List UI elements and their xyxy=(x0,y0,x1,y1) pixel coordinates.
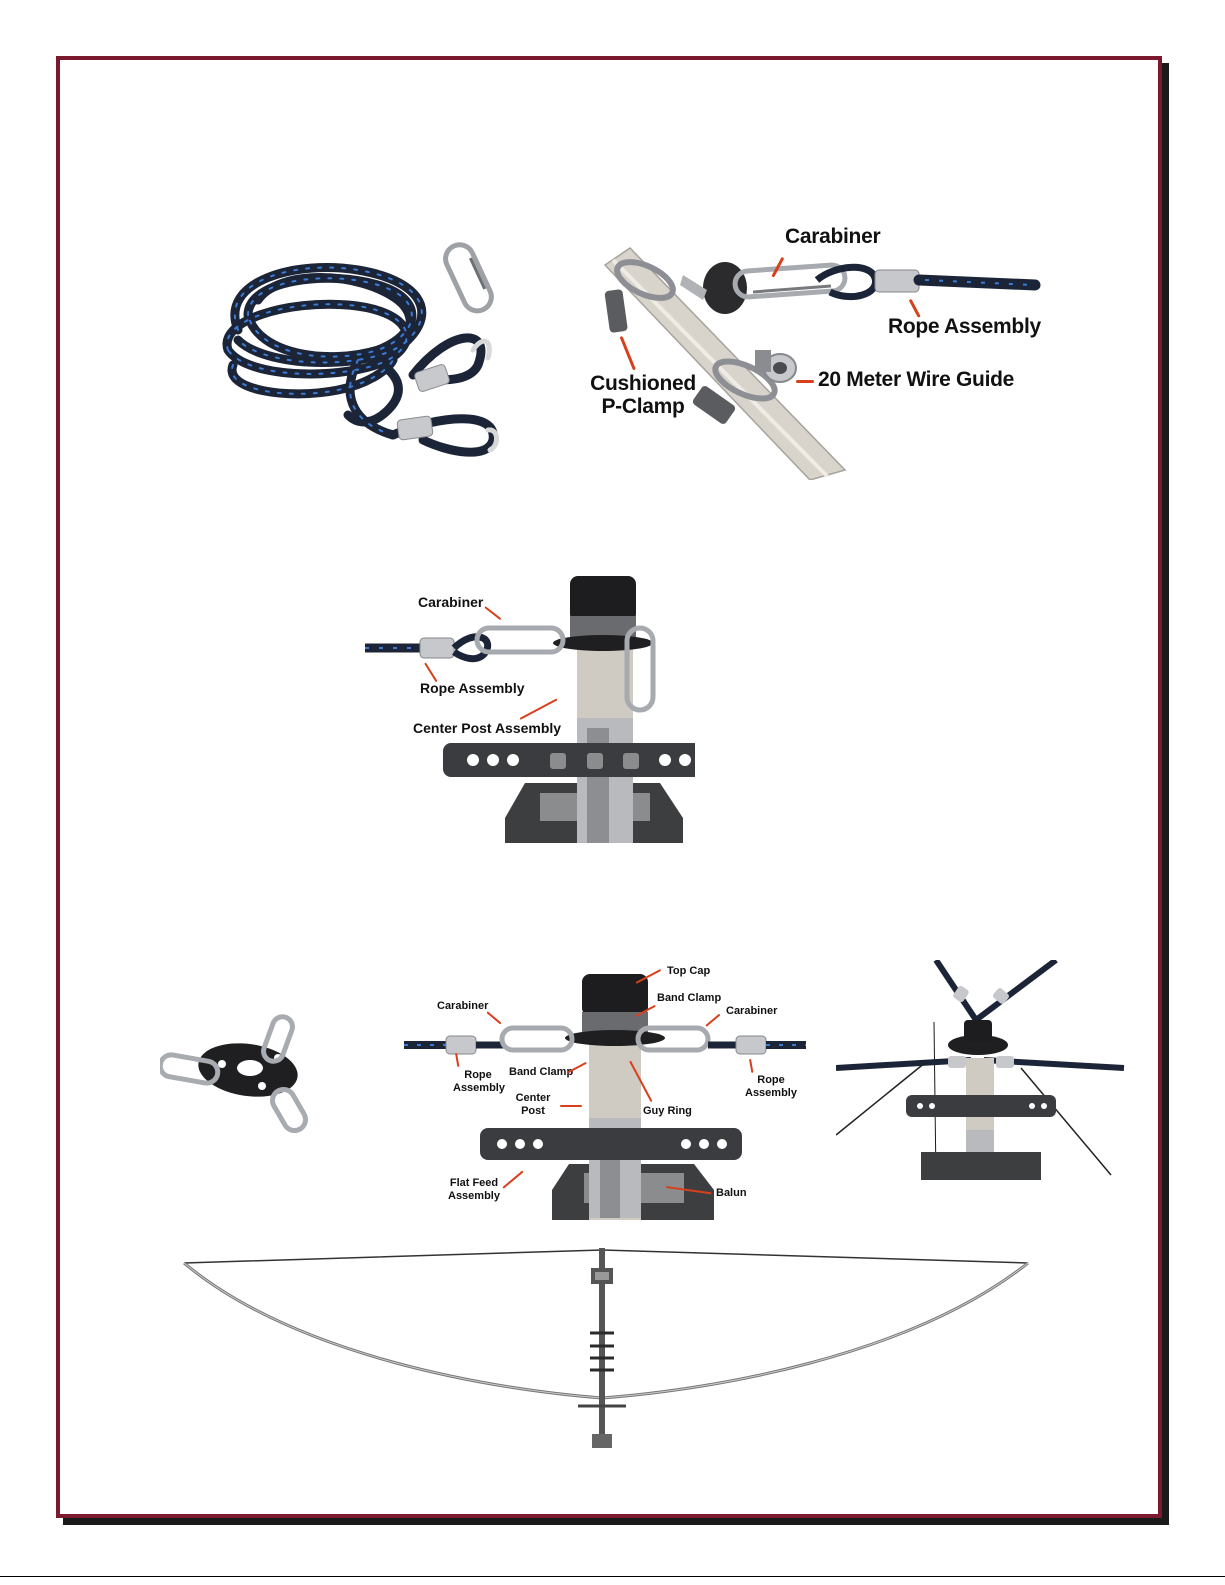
rope-right-label-2: Assembly xyxy=(744,1088,798,1099)
guy-ring-label: Guy Ring xyxy=(643,1106,692,1117)
flat-feed-label-2: Assembly xyxy=(446,1191,502,1202)
band-clamp-mid-label: Band Clamp xyxy=(509,1067,573,1078)
rope-left-label-1: Rope xyxy=(453,1070,503,1081)
top-cap-label: Top Cap xyxy=(667,966,710,977)
carabiner-right-label: Carabiner xyxy=(726,1006,777,1017)
center-post-photo xyxy=(365,568,695,843)
bottom-rule xyxy=(0,1576,1225,1577)
rope-coil-icon xyxy=(227,268,497,453)
wire-guide-leader xyxy=(796,380,814,383)
band-clamp-top-label: Band Clamp xyxy=(657,993,721,1004)
rope-left-label-2: Assembly xyxy=(453,1083,503,1094)
p-clamp-photo xyxy=(595,240,1045,480)
carabiner-left-label: Carabiner xyxy=(437,1001,488,1012)
fig3-carabiner-label: Carabiner xyxy=(418,595,483,609)
center-post-label-1: Center xyxy=(510,1093,556,1104)
p-clamp-label: P-Clamp xyxy=(588,396,698,417)
balun-label: Balun xyxy=(716,1188,747,1199)
rope-assembly-label: Rope Assembly xyxy=(888,316,1041,337)
fig3-center-post-label: Center Post Assembly xyxy=(413,721,561,735)
center-post-leader xyxy=(560,1105,582,1107)
antenna-overview-drawing xyxy=(178,1238,1034,1453)
rope-coil-figure xyxy=(208,240,518,470)
cushioned-label: Cushioned xyxy=(588,373,698,394)
carabiner-icon xyxy=(441,240,496,315)
rope-right-label-1: Rope xyxy=(744,1075,798,1086)
flat-feed-label-1: Flat Feed xyxy=(446,1178,502,1189)
carabiner-label: Carabiner xyxy=(785,226,880,247)
guy-ring-photo xyxy=(160,1010,330,1135)
wire-guide-label: 20 Meter Wire Guide xyxy=(818,369,1014,390)
guyed-mast-photo xyxy=(836,960,1126,1180)
fig3-rope-label: Rope Assembly xyxy=(420,681,525,695)
center-post-label-2: Post xyxy=(510,1106,556,1117)
